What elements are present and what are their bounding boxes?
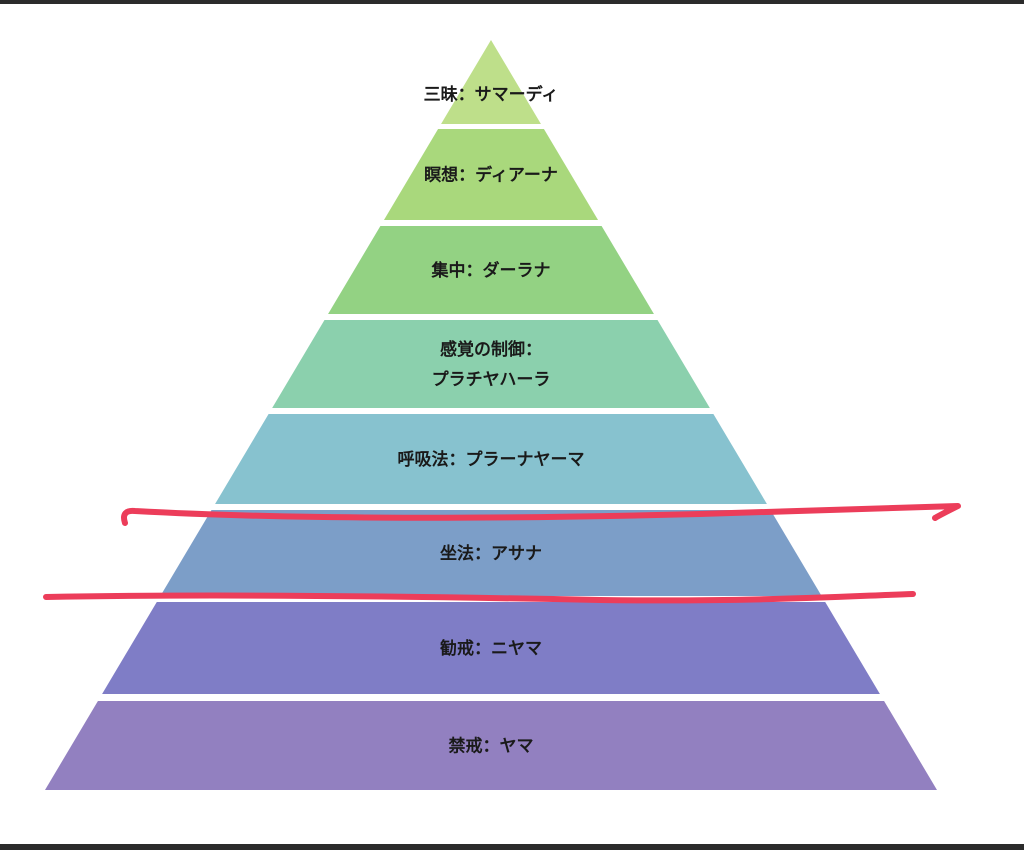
pyramid-tier-label-line: プラチヤハーラ xyxy=(432,369,551,390)
pyramid-tier-label-2: 瞑想：ディアーナ xyxy=(424,165,558,186)
pyramid-tiers xyxy=(45,40,937,790)
pyramid-tier-label-7: 勧戒：ニヤマ xyxy=(440,638,542,659)
pyramid-tier-label-8: 禁戒：ヤマ xyxy=(449,736,534,757)
pyramid-tier-label-line: 勧戒：ニヤマ xyxy=(440,638,542,659)
highlight-line-bottom xyxy=(43,591,916,604)
pyramid-tier-label-line: 瞑想：ディアーナ xyxy=(424,165,558,186)
pyramid-tier-2 xyxy=(383,129,599,220)
pyramid-tier-4 xyxy=(272,320,710,408)
pyramid-tier-label-6: 坐法：アサナ xyxy=(440,543,542,564)
pyramid-tier-label-line: 三昧：サマーディ xyxy=(424,84,559,105)
pyramid-tier-6 xyxy=(160,510,822,596)
pyramid-tier-label-4: 感覚の制御： プラチヤハーラ xyxy=(432,339,551,390)
pyramid-tier-label-line: 感覚の制御： xyxy=(440,339,542,360)
pyramid-tier-label-line: 集中：ダーラナ xyxy=(431,260,551,281)
pyramid-tier-label-5: 呼吸法：プラーナヤーマ xyxy=(398,449,585,470)
pyramid-tier-label-line: 呼吸法：プラーナヤーマ xyxy=(398,449,585,470)
pyramid-tier-1 xyxy=(441,40,541,124)
pyramid-tier-label-3: 集中：ダーラナ xyxy=(431,260,551,281)
pyramid-tier-7 xyxy=(102,602,880,694)
pyramid-tier-label-line: 禁戒：ヤマ xyxy=(449,736,534,757)
pyramid-tier-label-1: 三昧：サマーディ xyxy=(424,84,559,105)
pyramid-tier-3 xyxy=(328,226,654,314)
pyramid-tier-5 xyxy=(215,414,767,504)
red-highlight-annotation xyxy=(43,503,961,604)
highlight-line-top xyxy=(121,503,961,526)
pyramid-tier-8 xyxy=(45,701,937,790)
pyramid-tier-label-line: 坐法：アサナ xyxy=(440,543,542,564)
